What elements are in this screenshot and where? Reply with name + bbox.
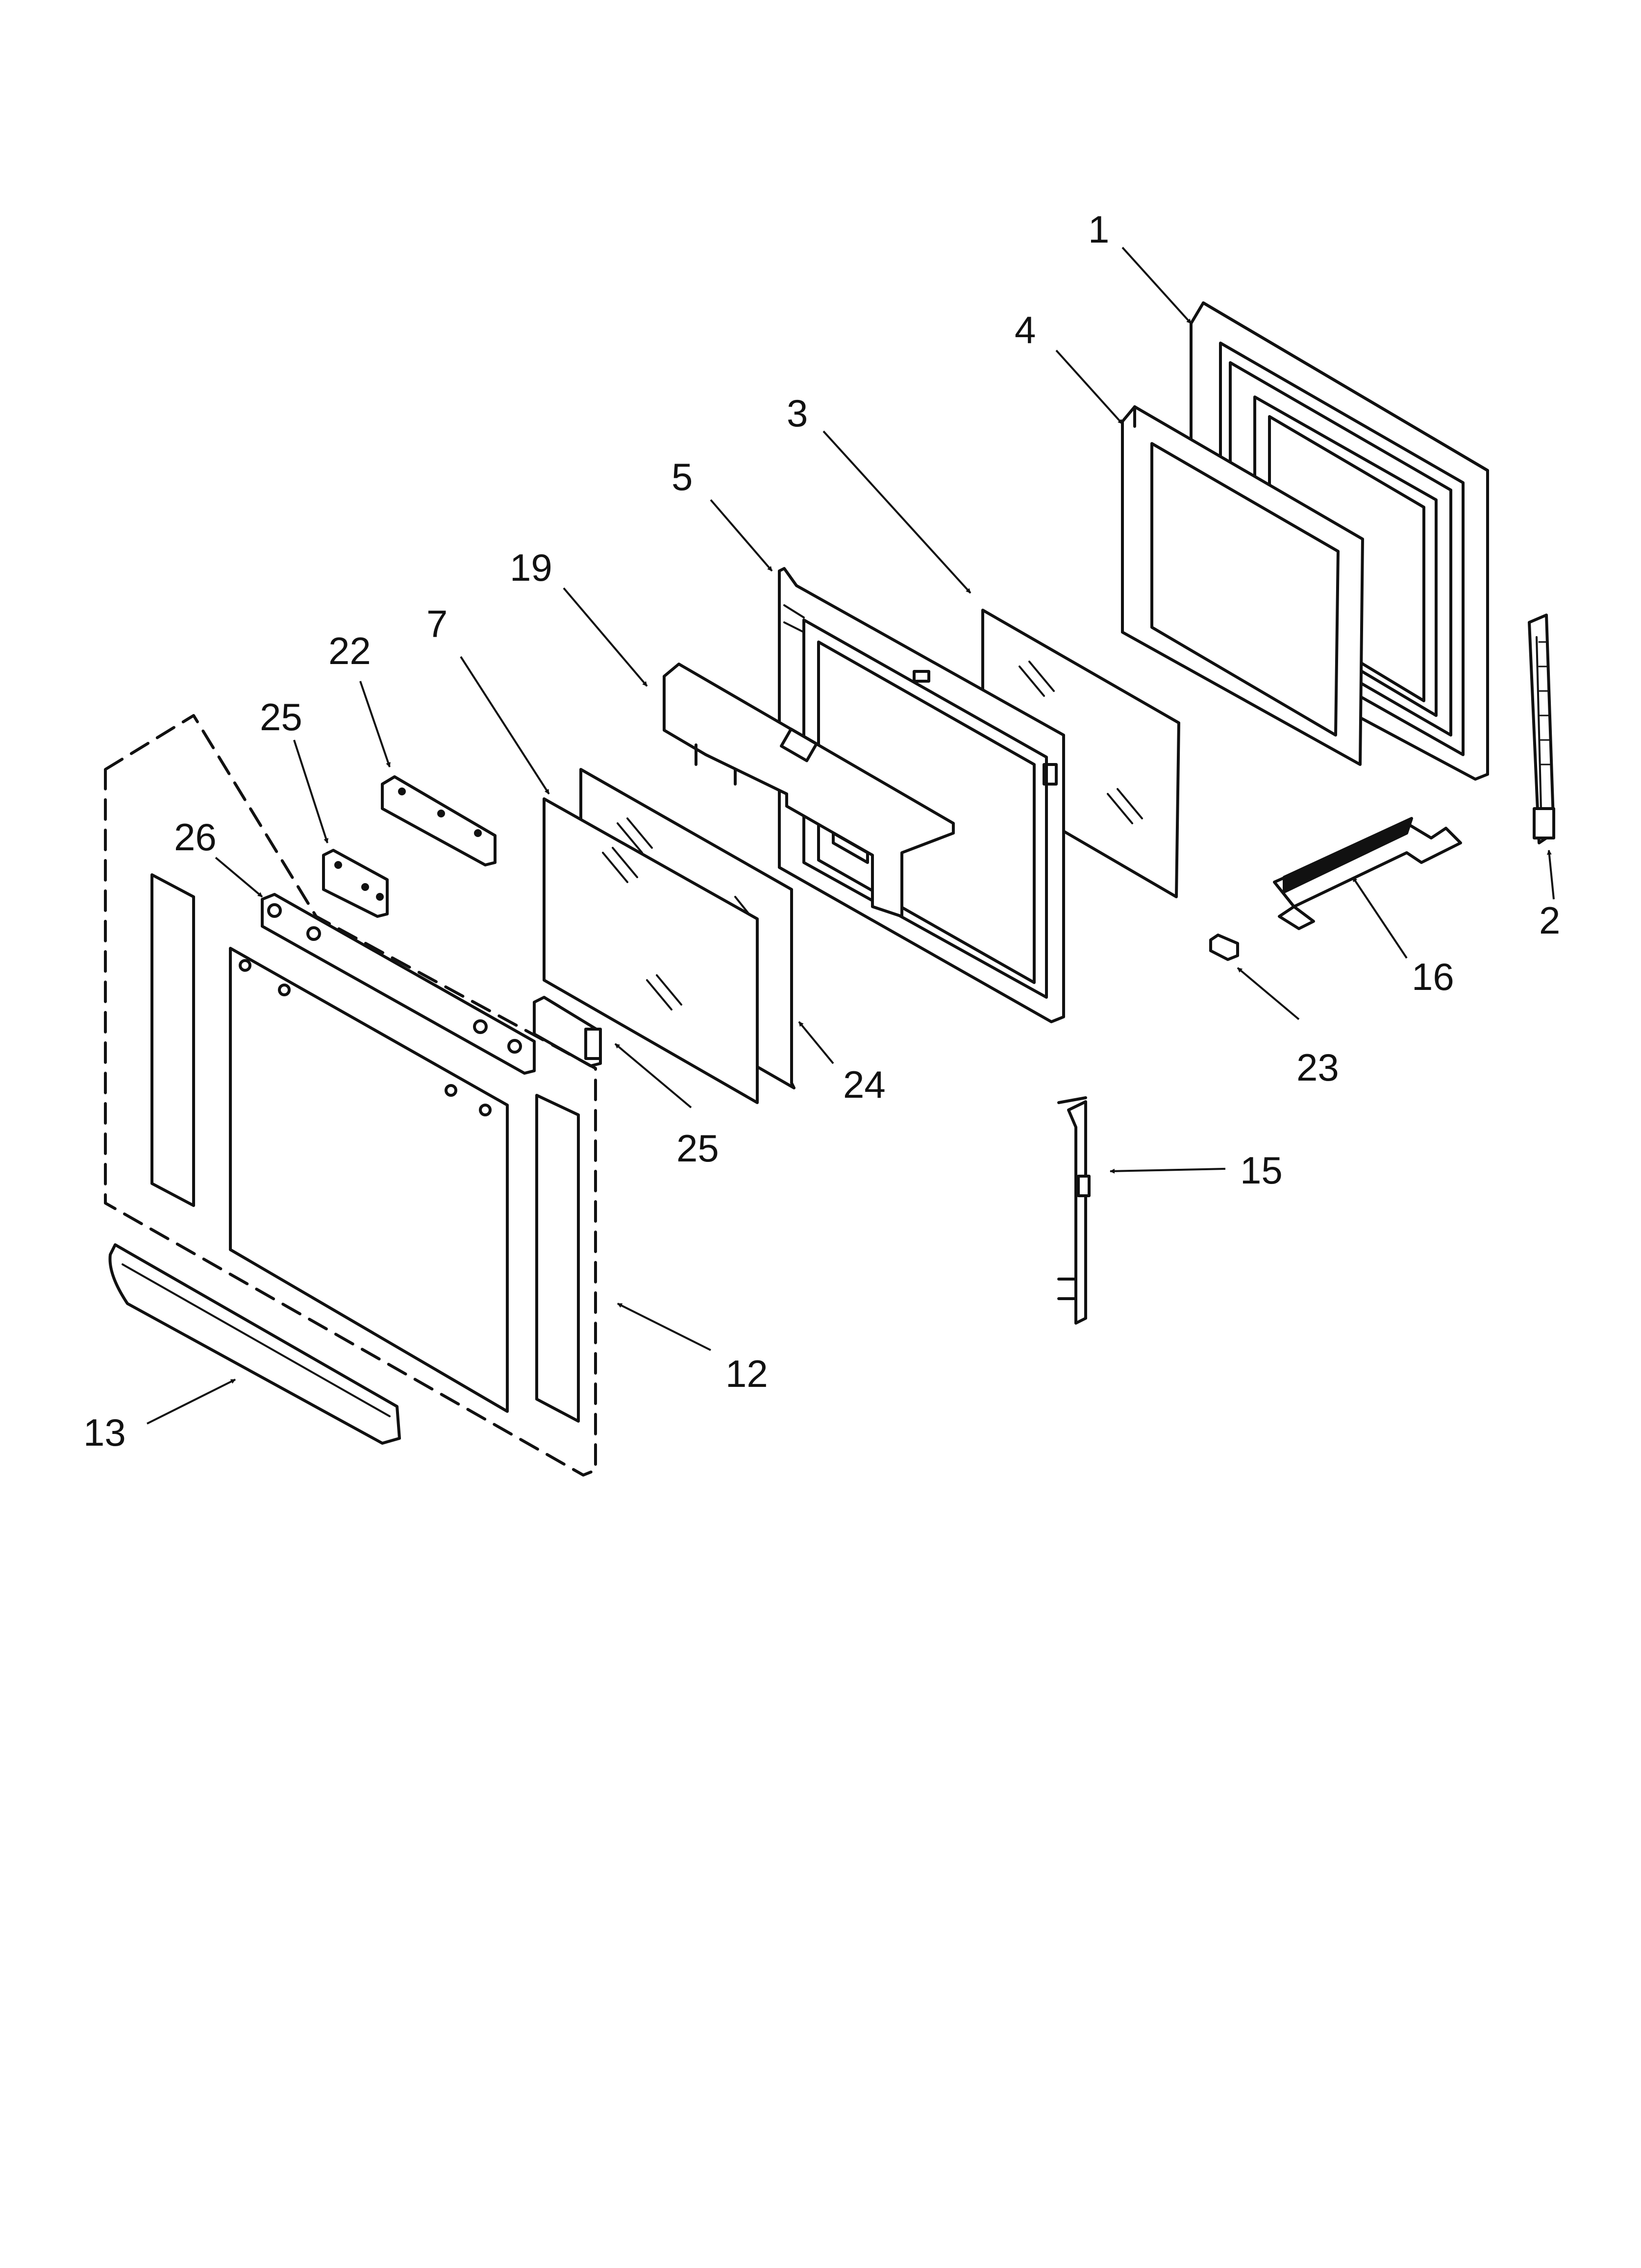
callout-12: 12 — [725, 1352, 768, 1395]
part-15-latch-rod — [1057, 1096, 1091, 1325]
leader-16 — [1352, 876, 1408, 959]
leader-7 — [460, 656, 550, 795]
part-12-outer-door-assembly — [104, 714, 597, 1477]
callout-7: 7 — [426, 602, 448, 645]
part-13-door-handle — [108, 1243, 401, 1445]
part-19-heat-shield — [663, 663, 955, 918]
callout-13: 13 — [83, 1411, 126, 1454]
leader-25b — [614, 1043, 692, 1109]
callout-16: 16 — [1412, 955, 1454, 998]
callout-3: 3 — [787, 392, 808, 435]
leader-25a — [293, 740, 328, 843]
callout-1: 1 — [1088, 208, 1109, 251]
part-4-door-frame — [1121, 405, 1364, 766]
callout-19: 19 — [510, 546, 552, 589]
callout-5: 5 — [671, 455, 693, 498]
part-25-clip-upper — [322, 849, 389, 918]
callout-15: 15 — [1240, 1149, 1283, 1192]
leader-26 — [215, 857, 263, 898]
leader-12 — [617, 1303, 711, 1351]
leader-4 — [1055, 349, 1123, 425]
callout-25-upper: 25 — [260, 695, 302, 739]
part-7-main-glass — [543, 797, 759, 1104]
leader-22 — [359, 681, 391, 767]
leader-13 — [147, 1379, 236, 1425]
leader-19 — [563, 587, 648, 687]
callout-25-lower: 25 — [676, 1127, 719, 1170]
leader-15 — [1110, 1168, 1226, 1174]
leader-23 — [1237, 967, 1300, 1020]
leader-5 — [710, 499, 773, 572]
part-22-bracket — [381, 775, 497, 866]
part-23-small-clip — [1209, 934, 1239, 961]
callout-26: 26 — [174, 815, 217, 859]
leader-lines — [147, 247, 1555, 1425]
callout-2: 2 — [1539, 899, 1560, 942]
callout-labels: 1 2 3 4 5 7 12 13 15 16 19 22 23 24 25 2… — [83, 208, 1560, 1454]
part-2-door-hinge — [1528, 614, 1555, 844]
part-16-vent-bracket — [1273, 817, 1462, 930]
callout-23: 23 — [1296, 1046, 1339, 1089]
leader-2 — [1546, 850, 1555, 900]
leader-3 — [822, 430, 971, 594]
callout-22: 22 — [328, 629, 371, 672]
callout-4: 4 — [1015, 308, 1036, 351]
callout-24: 24 — [843, 1063, 886, 1106]
part-26-top-trim — [261, 893, 536, 1075]
leader-24 — [798, 1021, 834, 1064]
leader-1 — [1121, 247, 1192, 324]
